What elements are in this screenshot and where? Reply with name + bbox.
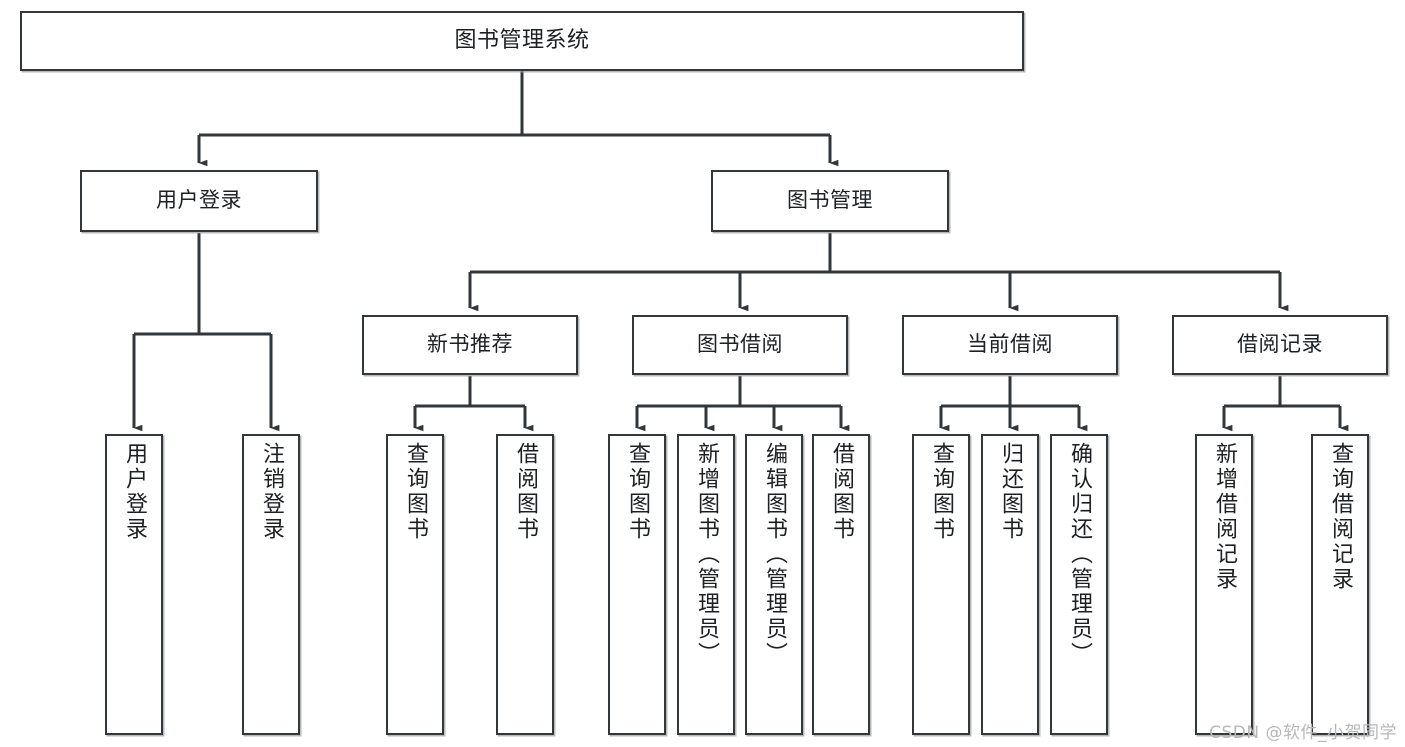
- leaf-return-book[interactable]: 归还图书: [981, 434, 1039, 735]
- node-book-borrow[interactable]: 图书借阅: [632, 315, 848, 375]
- node-label: 借阅图书: [828, 442, 854, 542]
- node-new-book-recommend[interactable]: 新书推荐: [362, 315, 578, 375]
- node-label: 查询图书: [402, 442, 428, 542]
- leaf-logout-login[interactable]: 注销登录: [242, 434, 300, 735]
- node-label: 借阅记录: [1237, 332, 1323, 357]
- leaf-user-login[interactable]: 用户登录: [105, 434, 163, 735]
- node-label: 查询图书: [624, 442, 650, 542]
- node-root-book-management-system[interactable]: 图书管理系统: [20, 11, 1024, 71]
- node-label: 借阅图书: [512, 442, 538, 542]
- leaf-confirm-return[interactable]: 确认归还（管理员）: [1050, 434, 1108, 735]
- node-label: 当前借阅: [967, 332, 1053, 357]
- leaf-query-book-1[interactable]: 查询图书: [386, 434, 444, 735]
- node-label: 编辑图书（管理员）: [761, 442, 787, 667]
- node-label: 用户登录: [156, 188, 242, 213]
- node-label: 图书借阅: [697, 332, 783, 357]
- node-user-login[interactable]: 用户登录: [80, 170, 318, 232]
- leaf-add-book[interactable]: 新增图书（管理员）: [677, 434, 735, 735]
- node-book-manage[interactable]: 图书管理: [711, 170, 949, 232]
- node-label: 图书管理: [787, 188, 873, 213]
- node-label: 查询图书: [928, 442, 954, 542]
- node-label: 新书推荐: [427, 332, 513, 357]
- node-label: 注销登录: [258, 442, 284, 542]
- leaf-query-book-3[interactable]: 查询图书: [912, 434, 970, 735]
- node-label: 查询借阅记录: [1327, 442, 1353, 592]
- node-borrow-record[interactable]: 借阅记录: [1172, 315, 1388, 375]
- leaf-borrow-book-2[interactable]: 借阅图书: [812, 434, 870, 735]
- leaf-query-record[interactable]: 查询借阅记录: [1311, 434, 1369, 735]
- node-label: 图书管理系统: [454, 27, 590, 53]
- node-label: 新增图书（管理员）: [693, 442, 719, 667]
- node-label: 确认归还（管理员）: [1066, 442, 1092, 667]
- csdn-watermark: CSDN @软件_小贺同学: [1209, 723, 1397, 743]
- leaf-add-record[interactable]: 新增借阅记录: [1195, 434, 1253, 735]
- node-label: 用户登录: [121, 442, 147, 542]
- leaf-borrow-book-1[interactable]: 借阅图书: [496, 434, 554, 735]
- node-label: 归还图书: [997, 442, 1023, 542]
- node-label: 新增借阅记录: [1211, 442, 1237, 592]
- leaf-edit-book[interactable]: 编辑图书（管理员）: [745, 434, 803, 735]
- node-current-borrow[interactable]: 当前借阅: [902, 315, 1118, 375]
- leaf-query-book-2[interactable]: 查询图书: [608, 434, 666, 735]
